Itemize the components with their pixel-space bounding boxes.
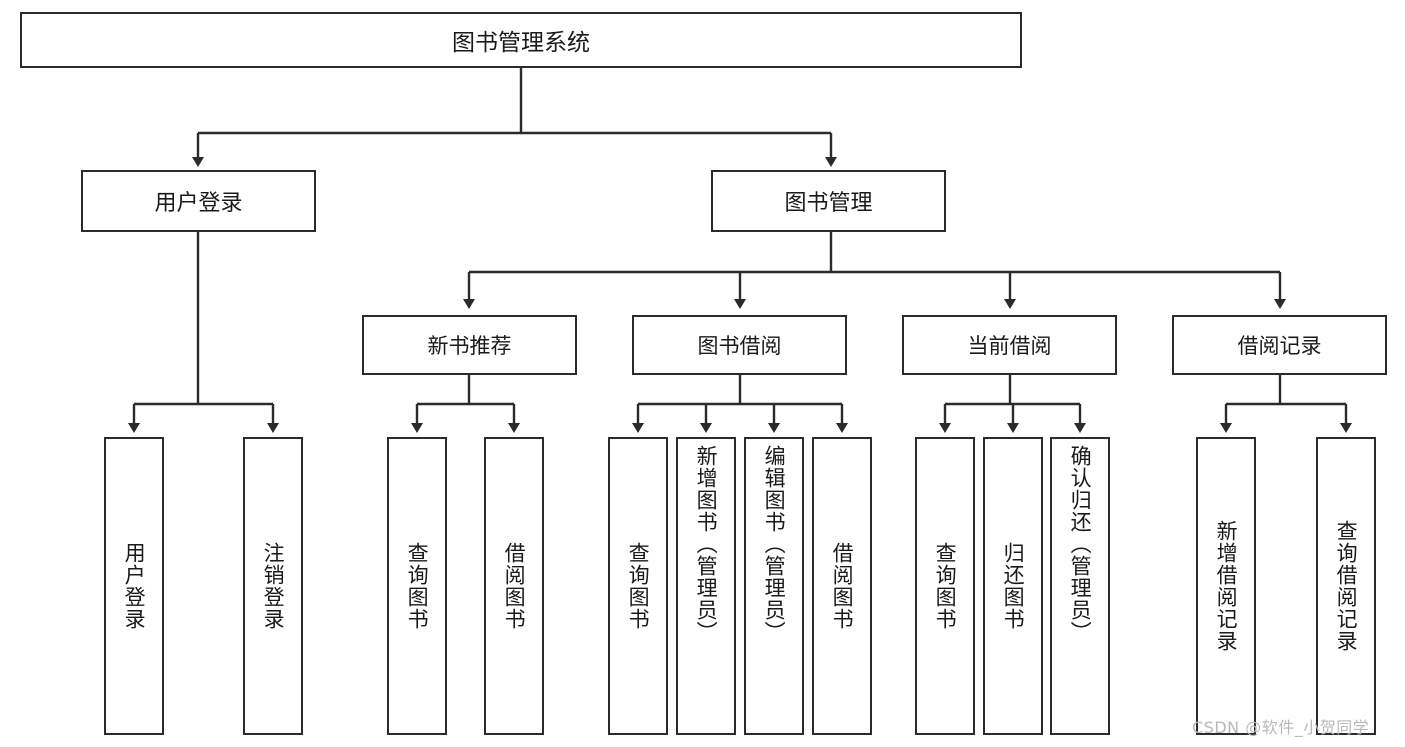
node-current-borrow-label: 当前借阅: [967, 334, 1052, 358]
leaf-current-borrow-3-label: 确认归还（管理员）: [1068, 445, 1093, 643]
node-user-login-label: 用户登录: [154, 191, 243, 216]
leaf-current-borrow-2[interactable]: 归还图书: [983, 437, 1043, 735]
leaf-borrow-record-1-label: 新增借阅记录: [1214, 520, 1239, 652]
node-user-login[interactable]: 用户登录: [81, 170, 316, 232]
node-current-borrow[interactable]: 当前借阅: [902, 315, 1117, 375]
leaf-book-borrow-1-label: 查询图书: [626, 542, 651, 630]
node-new-book-recommend[interactable]: 新书推荐: [362, 315, 577, 375]
node-book-borrow[interactable]: 图书借阅: [632, 315, 847, 375]
leaf-borrow-record-2-label: 查询借阅记录: [1334, 520, 1359, 652]
leaf-book-borrow-1[interactable]: 查询图书: [608, 437, 668, 735]
leaf-user-login-1-label: 用户登录: [122, 542, 147, 630]
leaf-book-borrow-4-label: 借阅图书: [830, 542, 855, 630]
leaf-current-borrow-1[interactable]: 查询图书: [915, 437, 975, 735]
leaf-book-borrow-4[interactable]: 借阅图书: [812, 437, 872, 735]
leaf-new-book-1[interactable]: 查询图书: [387, 437, 447, 735]
node-root-label: 图书管理系统: [452, 30, 590, 56]
leaf-new-book-2[interactable]: 借阅图书: [484, 437, 544, 735]
leaf-book-borrow-3[interactable]: 编辑图书（管理员）: [744, 437, 804, 735]
leaf-current-borrow-1-label: 查询图书: [933, 542, 958, 630]
node-new-book-recommend-label: 新书推荐: [427, 334, 512, 358]
node-book-borrow-label: 图书借阅: [697, 334, 782, 358]
leaf-new-book-1-label: 查询图书: [405, 542, 430, 630]
node-book-manage[interactable]: 图书管理: [711, 170, 946, 232]
node-root[interactable]: 图书管理系统: [20, 12, 1022, 68]
watermark: CSDN @软件_小贺同学: [1192, 718, 1370, 737]
leaf-new-book-2-label: 借阅图书: [502, 542, 527, 630]
leaf-borrow-record-2[interactable]: 查询借阅记录: [1316, 437, 1376, 735]
node-book-manage-label: 图书管理: [784, 191, 873, 216]
node-borrow-record[interactable]: 借阅记录: [1172, 315, 1387, 375]
leaf-current-borrow-3[interactable]: 确认归还（管理员）: [1050, 437, 1110, 735]
leaf-book-borrow-3-label: 编辑图书（管理员）: [762, 445, 787, 643]
leaf-user-login-1[interactable]: 用户登录: [104, 437, 164, 735]
leaf-book-borrow-2-label: 新增图书（管理员）: [694, 445, 719, 643]
node-borrow-record-label: 借阅记录: [1237, 334, 1322, 358]
leaf-user-login-2-label: 注销登录: [261, 542, 286, 630]
leaf-current-borrow-2-label: 归还图书: [1001, 542, 1026, 630]
leaf-borrow-record-1[interactable]: 新增借阅记录: [1196, 437, 1256, 735]
leaf-user-login-2[interactable]: 注销登录: [243, 437, 303, 735]
leaf-book-borrow-2[interactable]: 新增图书（管理员）: [676, 437, 736, 735]
